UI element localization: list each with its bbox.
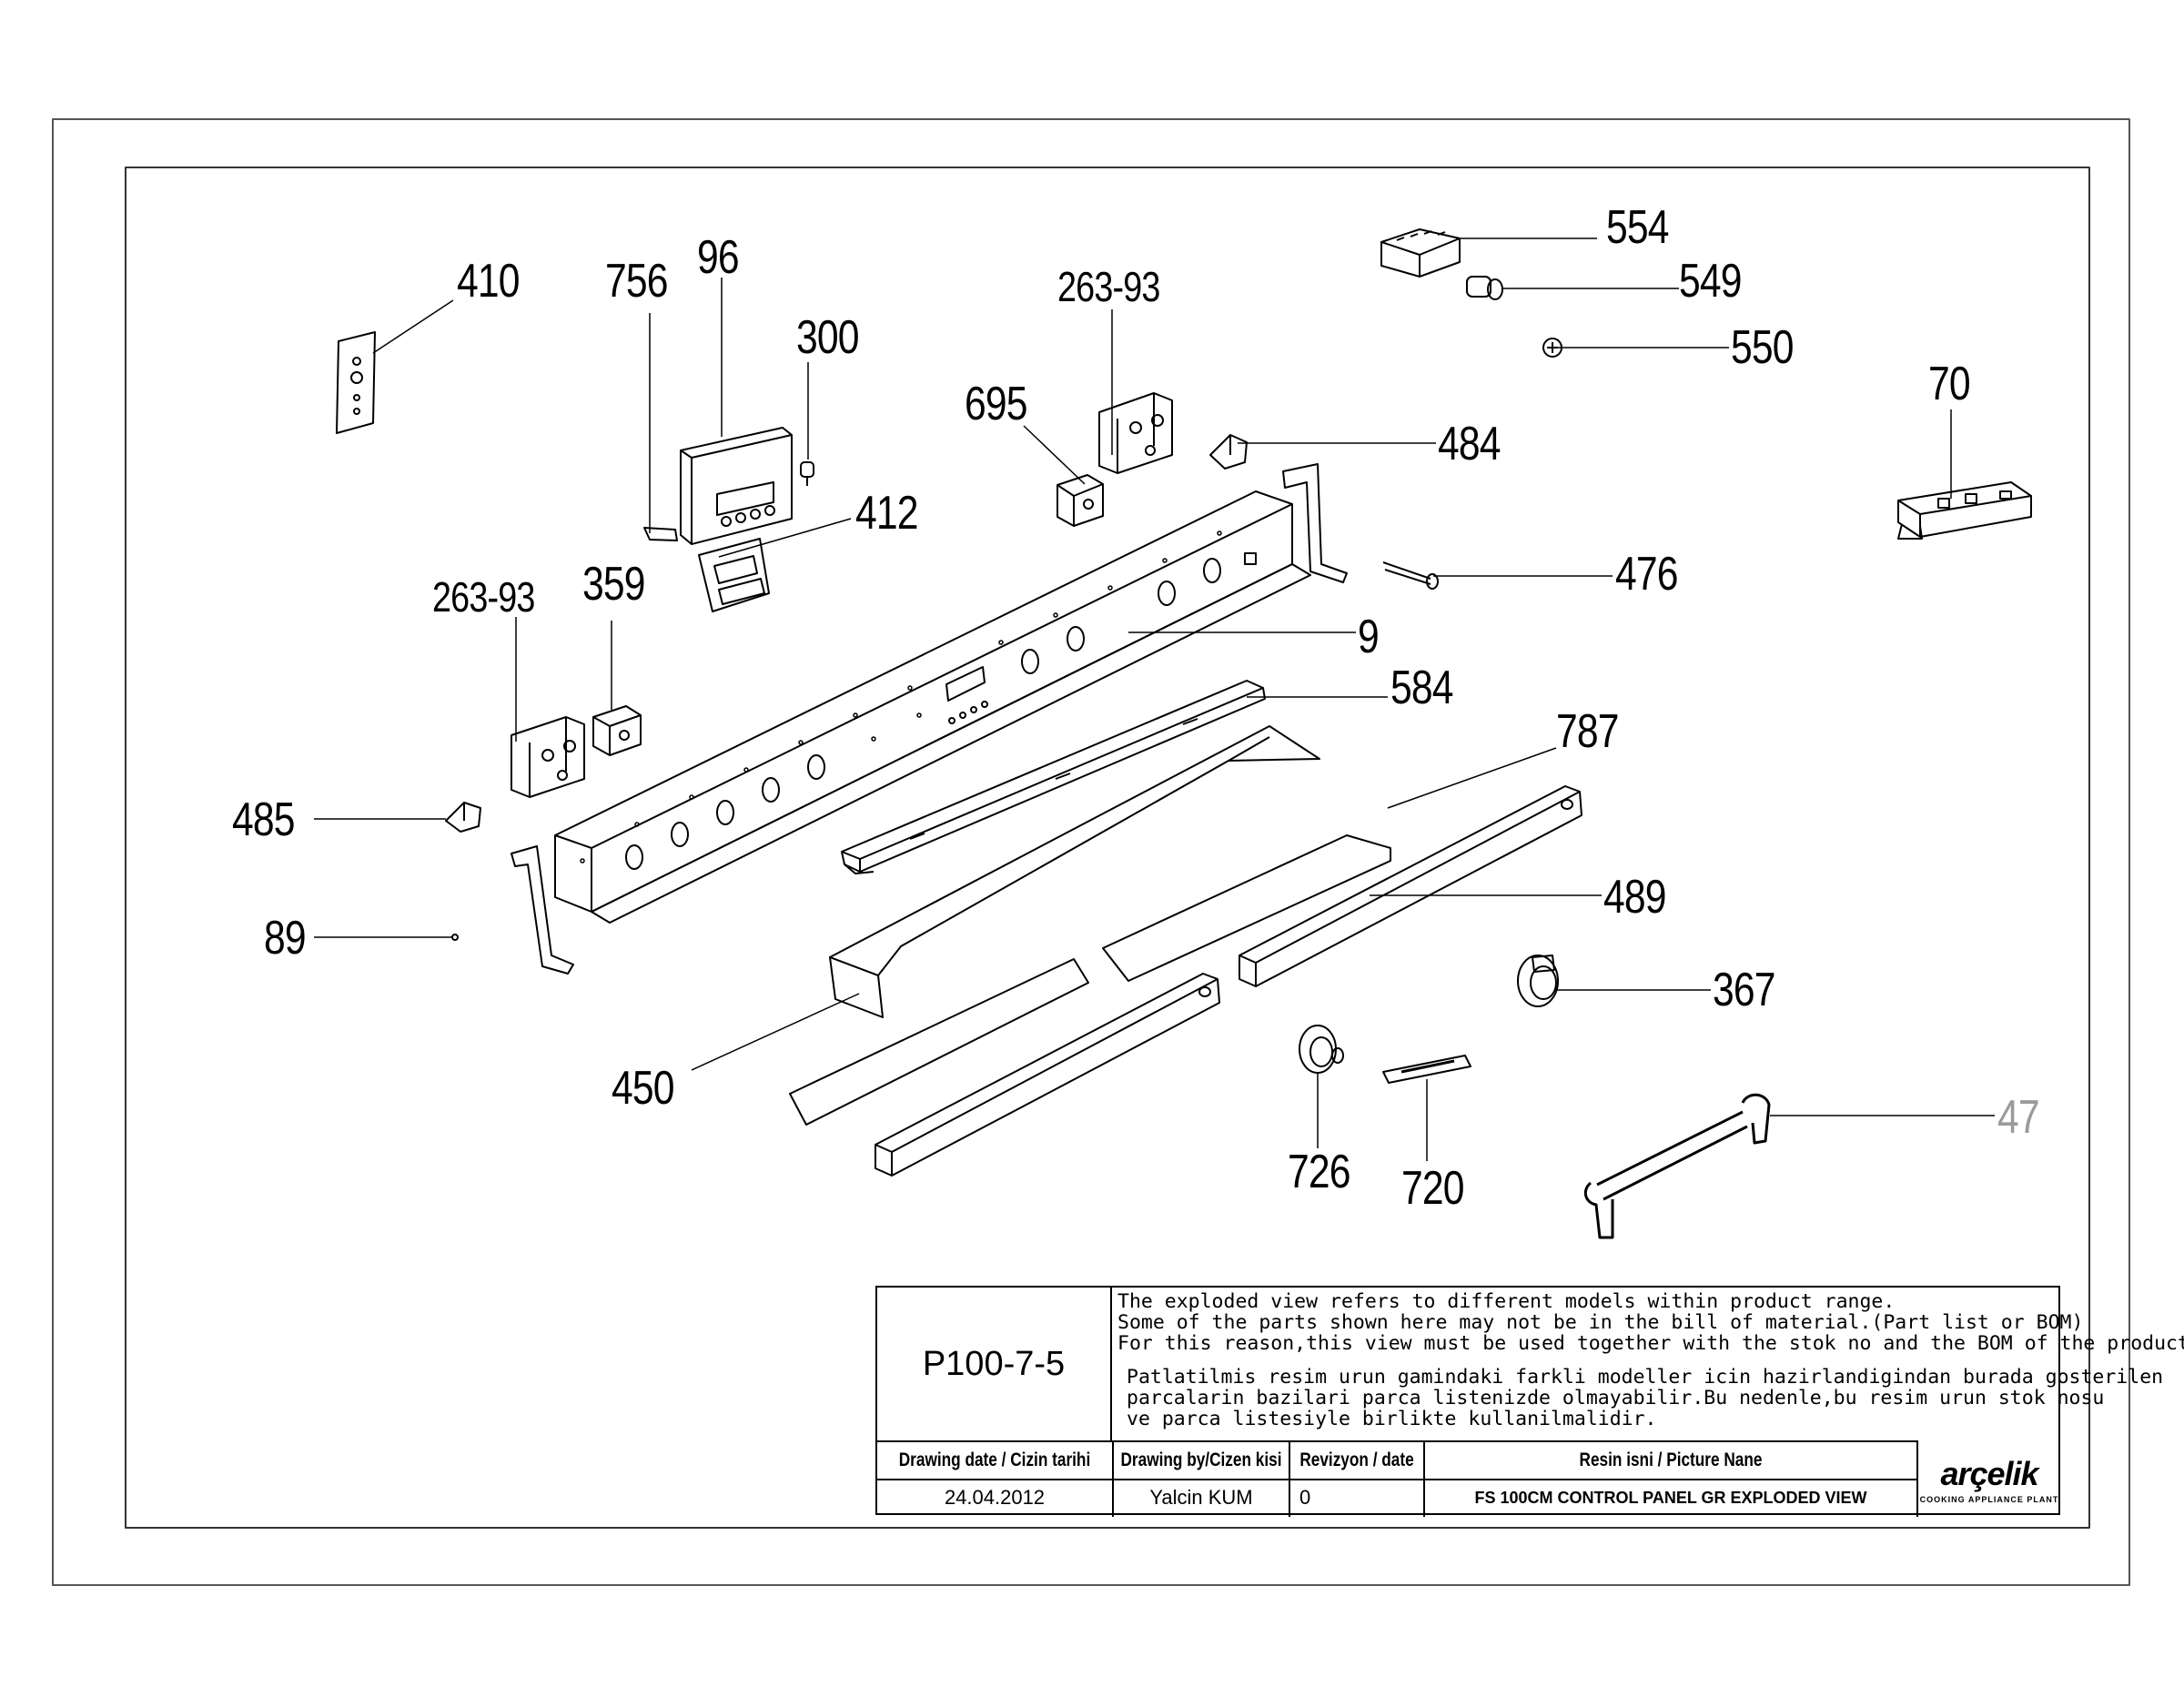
part-584-channel	[841, 680, 1266, 874]
inner-border	[125, 167, 2090, 1529]
arcelik-logo: arçelik COOKING APPLIANCE PLANT	[1918, 1443, 2060, 1515]
part-549-knob	[1466, 276, 1503, 300]
part-96-programmer	[680, 427, 793, 545]
part-476-screw	[1382, 561, 1439, 590]
divider	[877, 1479, 1918, 1480]
note-en-line-1: The exploded view refers to different mo…	[1117, 1290, 1896, 1313]
label-part-367: 367	[1713, 964, 1776, 1016]
label-part-263-93-top: 263-93	[1057, 263, 1160, 310]
label-part-484: 484	[1438, 418, 1502, 470]
drawing-code: P100-7-5	[877, 1288, 1112, 1440]
note-tr-line-1: Patlatilmis resim urun gamindaki farkli …	[1127, 1366, 2164, 1389]
divider	[1112, 1440, 1114, 1517]
label-part-756: 756	[605, 255, 669, 308]
label-part-550: 550	[1731, 321, 1795, 374]
header-picture-name: Resin isni / Picture Nane	[1579, 1450, 1763, 1470]
part-70-terminal	[1897, 481, 2032, 540]
leader-lines	[314, 237, 1995, 1161]
divider	[877, 1440, 1918, 1442]
disclaimer-notes: The exploded view refers to different mo…	[1112, 1288, 2184, 1440]
note-en-line-2: Some of the parts shown here may not be …	[1117, 1311, 2084, 1334]
divider	[1289, 1440, 1290, 1517]
note-tr-block: Patlatilmis resim urun gamindaki farkli …	[1117, 1366, 2164, 1430]
label-part-359: 359	[582, 558, 646, 611]
divider	[1916, 1440, 1918, 1517]
label-part-485: 485	[232, 793, 296, 846]
divider	[1423, 1440, 1425, 1517]
label-part-412: 412	[855, 487, 919, 540]
part-300-pin	[800, 461, 814, 486]
part-412-frame	[698, 538, 770, 612]
part-695-box	[1057, 474, 1104, 527]
label-part-584: 584	[1390, 662, 1454, 714]
header-revision: Revizyon / date	[1299, 1450, 1414, 1470]
label-part-720: 720	[1401, 1162, 1465, 1215]
part-450-insulation	[789, 725, 1391, 1126]
part-263-93-left-switch	[511, 716, 585, 798]
header-drawing-date: Drawing date / Cizin tarihi	[898, 1450, 1091, 1470]
part-9-control-panel	[511, 463, 1348, 975]
header-drawing-by: Drawing by/Cizen kisi	[1120, 1450, 1282, 1470]
picture-name: FS 100CM CONTROL PANEL GR EXPLODED VIEW	[1474, 1488, 1867, 1507]
drawing-author: Yalcin KUM	[1149, 1486, 1253, 1509]
note-en-line-3: For this reason,this view must be used t…	[1117, 1332, 2184, 1355]
logo-subtitle: COOKING APPLIANCE PLANT	[1919, 1494, 2059, 1504]
part-554-connector	[1380, 228, 1461, 278]
title-block: P100-7-5 The exploded view refers to dif…	[875, 1286, 2184, 1517]
part-89-screw	[451, 934, 459, 941]
label-part-300: 300	[796, 311, 860, 364]
label-part-9: 9	[1358, 611, 1380, 663]
revision-value: 0	[1299, 1486, 1311, 1509]
part-484-bracket	[1209, 434, 1248, 470]
drawing-date: 24.04.2012	[944, 1486, 1046, 1509]
outer-border	[52, 118, 2130, 1586]
label-part-89: 89	[264, 912, 307, 965]
label-part-47: 47	[1997, 1091, 2040, 1144]
label-part-410: 410	[457, 255, 521, 308]
part-359-box	[592, 705, 642, 756]
part-367-knob	[1517, 955, 1559, 1007]
part-489-trims	[875, 785, 1582, 1177]
label-part-489: 489	[1603, 871, 1667, 924]
logo-brand-text: arçelik	[1940, 1454, 2038, 1492]
label-part-549: 549	[1679, 255, 1743, 308]
label-part-554: 554	[1606, 201, 1670, 254]
part-726-knob	[1299, 1025, 1344, 1074]
label-part-70: 70	[1928, 358, 1971, 410]
part-720-badge	[1382, 1055, 1471, 1084]
part-263-93-top-switch	[1098, 392, 1173, 474]
part-485-bracket	[445, 802, 481, 833]
label-part-695: 695	[965, 378, 1028, 430]
label-part-96: 96	[697, 231, 740, 284]
label-part-450: 450	[612, 1062, 675, 1115]
note-tr-line-2: parcalarin bazilari parca listenizde olm…	[1127, 1387, 2105, 1409]
label-part-726: 726	[1288, 1146, 1351, 1198]
part-410-plate	[336, 331, 376, 434]
label-part-787: 787	[1556, 705, 1620, 758]
note-tr-line-3: ve parca listesiyle birlikte kullanilmal…	[1127, 1408, 1657, 1430]
label-part-476: 476	[1615, 548, 1679, 601]
part-756-bracket	[643, 527, 678, 541]
part-47-handle	[1583, 1093, 1771, 1239]
label-part-263-93-left: 263-93	[432, 573, 535, 621]
